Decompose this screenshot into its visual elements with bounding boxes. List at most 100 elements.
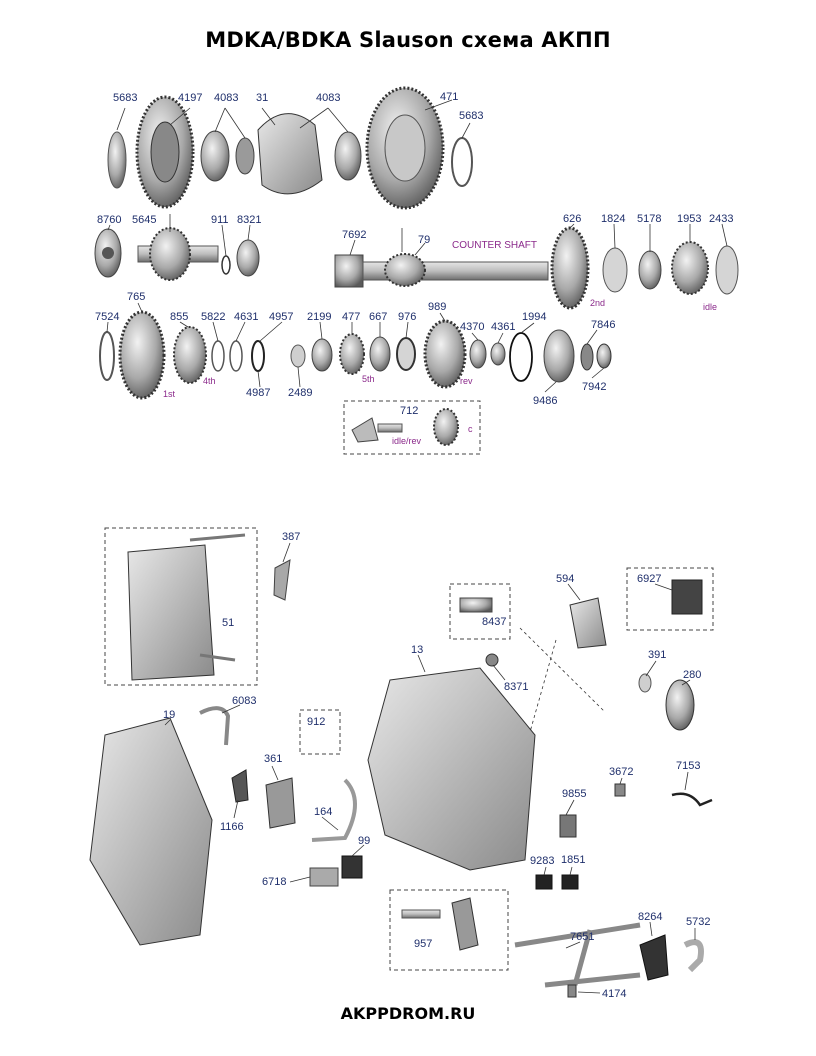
snap-ring-large	[99, 331, 115, 381]
differential-group	[107, 86, 473, 210]
clip	[231, 769, 249, 803]
bolt	[567, 984, 577, 998]
part-label: 2489	[288, 387, 312, 399]
spacer-ring-2	[229, 340, 243, 372]
filter	[341, 855, 363, 879]
part-label: 3672	[609, 766, 633, 778]
speed-sensor	[614, 783, 626, 797]
part-label: 7524	[95, 311, 119, 323]
idler-gear	[433, 408, 459, 446]
counter-shaft-pinion	[384, 253, 426, 287]
detent-rod	[401, 909, 441, 919]
valve-pin	[199, 653, 236, 662]
pipe	[311, 778, 357, 842]
part-label: 2433	[709, 213, 733, 225]
seal-ring	[638, 673, 652, 693]
solenoid-pack-box	[626, 567, 714, 631]
nut	[596, 343, 612, 369]
sensor-a	[535, 874, 553, 890]
range-sensor	[639, 934, 669, 981]
final-drive-gear-hub	[150, 121, 180, 183]
part-label: 6718	[262, 876, 286, 888]
wiring-harness	[671, 792, 713, 807]
ball-bearing-bore	[102, 247, 114, 259]
ring-gear-bore	[384, 114, 426, 182]
part-label: 5822	[201, 311, 225, 323]
pump-cover	[569, 597, 607, 649]
gear-label: rev	[460, 376, 473, 386]
part-label: 7692	[342, 229, 366, 241]
pressure-sensor	[559, 814, 577, 838]
part-label: 13	[411, 644, 423, 656]
leader-lines	[106, 99, 728, 994]
gear-label: 4th	[203, 376, 216, 386]
valve-pin	[189, 533, 246, 542]
part-label: 5178	[637, 213, 661, 225]
part-label: 164	[314, 806, 332, 818]
part-label: 4083	[316, 92, 340, 104]
part-label: 471	[440, 91, 458, 103]
needle-bearing-2	[311, 338, 333, 372]
part-label: 2199	[307, 311, 331, 323]
part-label: 19	[163, 709, 175, 721]
part-label: 1166	[220, 821, 244, 833]
gear-label: 5th	[362, 374, 375, 384]
reverse-gear	[423, 319, 467, 389]
2nd-gear	[550, 226, 590, 310]
part-label: 6083	[232, 695, 256, 707]
sensor-b	[561, 874, 579, 890]
part-label: 4361	[491, 321, 515, 333]
part-label: 4197	[178, 92, 202, 104]
part-label: 8371	[504, 681, 528, 693]
part-label: 280	[683, 669, 701, 681]
synchro-ring	[396, 337, 416, 371]
valve-body-box	[104, 527, 258, 686]
part-label: 99	[358, 835, 370, 847]
gear-stack-group	[99, 310, 612, 455]
housing-group	[89, 527, 714, 998]
part-label: 5732	[686, 916, 710, 928]
bearing-cage	[334, 254, 364, 288]
part-label: 7942	[582, 381, 606, 393]
part-label: 976	[398, 311, 416, 323]
solenoid-box	[449, 583, 511, 640]
part-label: 9855	[562, 788, 586, 800]
gear-label: idle/rev	[392, 436, 422, 446]
solenoid-pack	[671, 579, 703, 615]
o-ring	[509, 332, 533, 382]
part-label: 765	[127, 291, 145, 303]
part-label: 4987	[246, 387, 270, 399]
part-label: 4370	[460, 321, 484, 333]
part-label: 667	[369, 311, 387, 323]
shift-fork	[273, 559, 291, 601]
part-label: 626	[563, 213, 581, 225]
detent-lever	[451, 897, 479, 951]
needle-bearing	[236, 239, 260, 277]
converter-housing	[89, 717, 213, 946]
part-label: 387	[282, 531, 300, 543]
valve-body	[127, 544, 215, 681]
part-label: 9283	[530, 855, 554, 867]
part-label: 51	[222, 617, 234, 629]
solenoid	[459, 597, 493, 613]
idle-gear	[671, 241, 709, 295]
part-label: 7651	[570, 931, 594, 943]
4th-gear	[173, 326, 207, 384]
part-label: 5683	[113, 92, 137, 104]
1st-gear	[118, 310, 166, 400]
bracket	[265, 777, 296, 829]
part-label: 1953	[677, 213, 701, 225]
part-label: 9486	[533, 395, 557, 407]
thrust-washer	[602, 247, 628, 293]
seal	[580, 343, 594, 371]
part-label: 7846	[591, 319, 615, 331]
idler-bracket	[351, 417, 379, 443]
part-label: 4174	[602, 988, 626, 1000]
circlip	[251, 340, 265, 372]
collar	[290, 344, 306, 368]
thrust-washer-end	[715, 245, 739, 295]
part-label: 957	[414, 938, 432, 950]
end-cover	[665, 679, 695, 731]
part-label: 594	[556, 573, 574, 585]
counter-shaft-label: COUNTER SHAFT	[452, 240, 537, 251]
